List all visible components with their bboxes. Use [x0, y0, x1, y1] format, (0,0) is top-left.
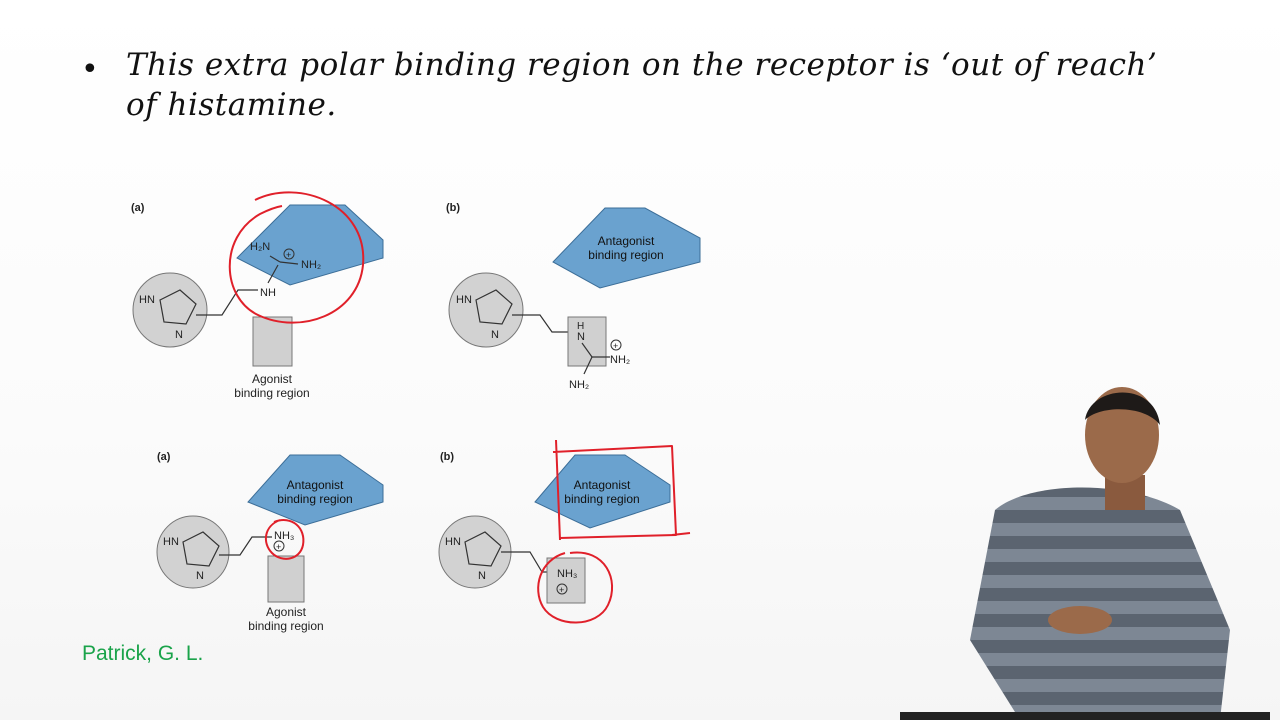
- imidazole-ring: [182, 531, 220, 567]
- positive-charge-icon: [610, 339, 622, 351]
- antagonist-label-line-1: Antagonist: [287, 478, 344, 492]
- bullet-text: This extra polar binding region on the r…: [126, 45, 1226, 125]
- agonist-label-line-2: binding region: [234, 386, 309, 400]
- antagonist-label-line-1: Antagonist: [574, 478, 631, 492]
- positive-charge-icon: [273, 540, 285, 552]
- side-chain: [512, 314, 570, 333]
- presenter-hair: [1085, 392, 1160, 425]
- nh2-label: NH₂: [569, 379, 589, 391]
- nh3-label: NH₃: [557, 568, 577, 580]
- panel-tag: (b): [446, 202, 460, 214]
- red-circle-annotation: [228, 191, 365, 324]
- positive-charge-icon: [283, 248, 295, 260]
- panel-tag: (b): [440, 451, 454, 463]
- red-circle-annotation: [537, 551, 614, 624]
- svg-text:+: +: [276, 542, 281, 552]
- agonist-binding-region-shape: [546, 557, 586, 604]
- ring-n-label: N: [478, 570, 486, 582]
- bullet-marker: •: [81, 52, 99, 87]
- svg-text:+: +: [286, 250, 291, 260]
- panel-bottom-left: (a) Antagonist binding region HN N NH₃ +…: [156, 451, 384, 633]
- imidazole-ring-disc: [438, 515, 512, 589]
- agonist-label-line-1: Agonist: [252, 372, 293, 386]
- nh3-label: NH₃: [274, 530, 294, 542]
- red-circle-annotation: [264, 519, 305, 560]
- antagonist-binding-region-shape: [552, 207, 701, 289]
- antagonist-label-line-2: binding region: [588, 248, 663, 262]
- antagonist-binding-region-shape: [236, 204, 384, 286]
- imidazole-ring: [475, 289, 513, 325]
- imidazole-ring-disc: [156, 515, 230, 589]
- n-label: N: [577, 331, 585, 343]
- side-chain: [196, 289, 258, 316]
- agonist-binding-region-shape: [567, 316, 607, 367]
- antagonist-binding-region-shape: [247, 454, 384, 526]
- imidazole-ring: [159, 289, 197, 325]
- antagonist-binding-region-shape: [534, 454, 671, 529]
- agonist-label-line-2: binding region: [248, 619, 323, 633]
- imidazole-ring-disc: [132, 272, 208, 348]
- agonist-binding-region-shape: [252, 316, 293, 367]
- ring-hn-label: HN: [163, 536, 179, 548]
- ring-hn-label: HN: [139, 294, 155, 306]
- nh2-label: NH₂: [610, 354, 630, 366]
- panel-top-right: (b) Antagonist binding region HN N H N N…: [446, 202, 701, 391]
- imidazole-ring: [464, 531, 502, 567]
- side-chain: [219, 536, 272, 556]
- antagonist-label-line-2: binding region: [564, 492, 639, 506]
- ring-n-label: N: [175, 329, 183, 341]
- bullet-line-1: This extra polar binding region on the r…: [126, 47, 1158, 83]
- ring-hn-label: HN: [445, 536, 461, 548]
- antagonist-label-line-1: Antagonist: [598, 234, 655, 248]
- ring-n-label: N: [196, 570, 204, 582]
- presenter-video: [900, 387, 1270, 720]
- citation: Patrick, G. L.: [82, 642, 204, 665]
- h2n-label: H₂N: [250, 241, 270, 253]
- agonist-label-line-1: Agonist: [266, 605, 307, 619]
- svg-text:+: +: [559, 585, 564, 595]
- panel-tag: (a): [157, 451, 171, 463]
- svg-text:+: +: [613, 341, 618, 351]
- bullet-line-2: of histamine.: [126, 87, 337, 123]
- ring-hn-label: HN: [456, 294, 472, 306]
- red-box-annotation: [552, 439, 691, 541]
- podium-edge: [900, 712, 1270, 720]
- imidazole-ring-disc: [448, 272, 524, 348]
- agonist-binding-region-shape: [267, 555, 305, 603]
- nh2-label: NH₂: [301, 259, 321, 271]
- antagonist-label-line-2: binding region: [277, 492, 352, 506]
- h-label: H: [577, 321, 584, 332]
- positive-charge-icon: [556, 583, 568, 595]
- presenter-shirt: [970, 487, 1230, 720]
- nh-label: NH: [260, 287, 276, 299]
- panel-tag: (a): [131, 202, 145, 214]
- ring-n-label: N: [491, 329, 499, 341]
- panel-bottom-right: (b) Antagonist binding region HN N NH₃ +: [438, 439, 691, 624]
- presenter-hand: [1048, 606, 1112, 634]
- panel-top-left: (a) HN N NH H₂N NH₂ + Agonist binding re…: [131, 191, 384, 400]
